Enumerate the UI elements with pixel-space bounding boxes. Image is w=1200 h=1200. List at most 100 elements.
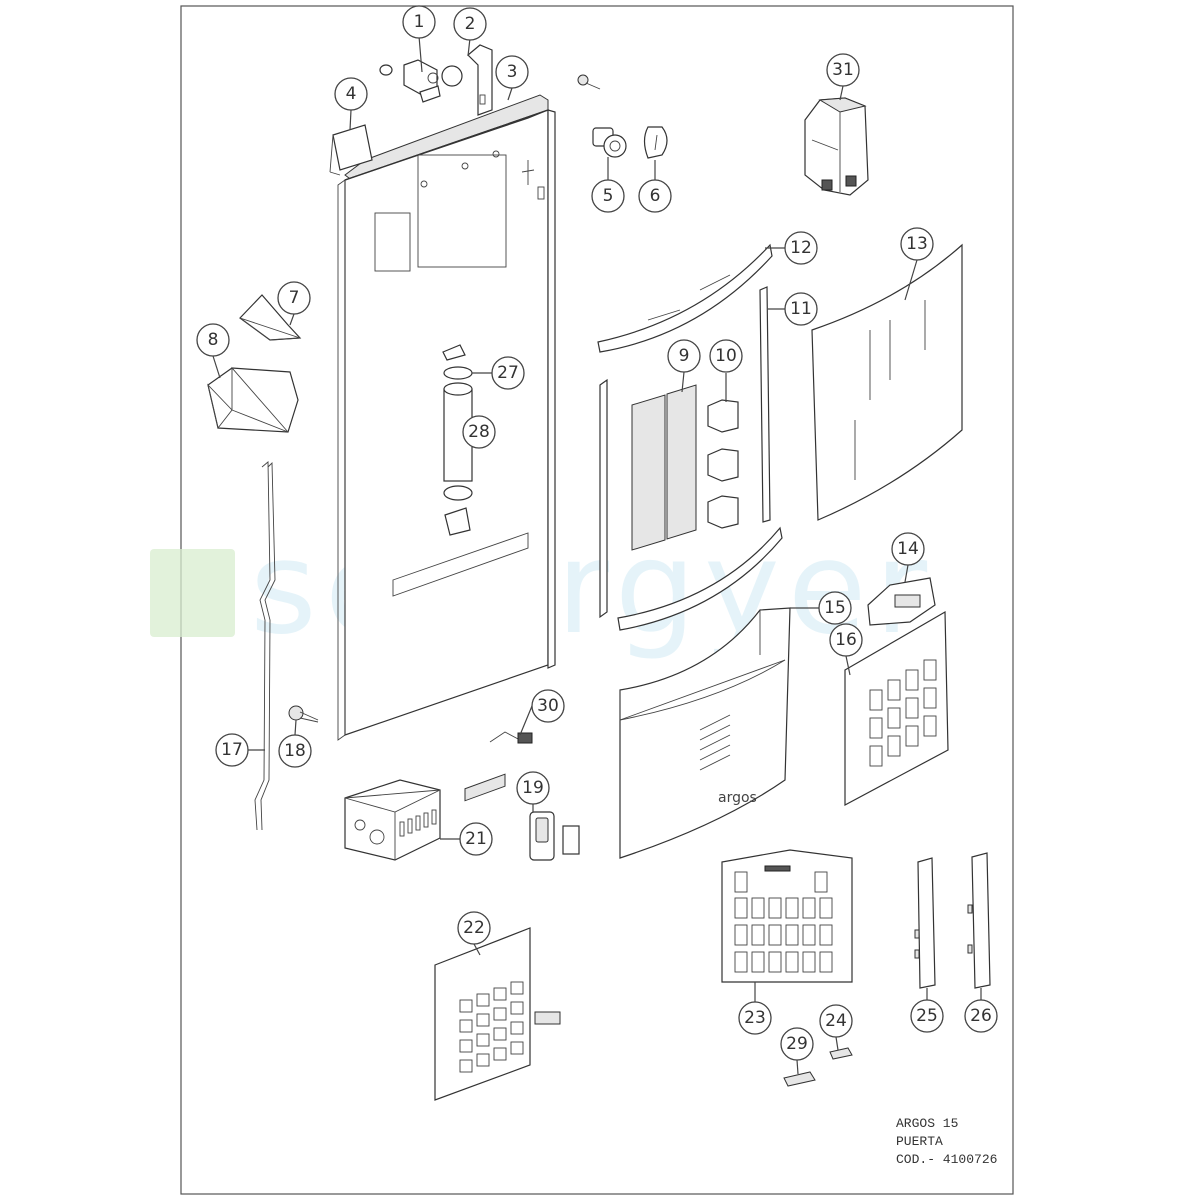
callout-circle <box>829 623 863 657</box>
part-connector-30 <box>489 731 533 744</box>
callout-circle <box>462 415 496 449</box>
callout-4: 4 <box>334 77 368 111</box>
callout-27: 27 <box>491 356 525 390</box>
callout-29: 29 <box>780 1027 814 1061</box>
callout-6: 6 <box>638 179 672 213</box>
callout-5: 5 <box>591 179 625 213</box>
part-keypad-frame-16 <box>844 610 949 807</box>
part-bent-plate-7 <box>239 294 302 341</box>
part-switch-19 <box>529 811 580 861</box>
callout-25: 25 <box>910 999 944 1033</box>
callout-28: 28 <box>462 415 496 449</box>
callout-16: 16 <box>829 623 863 657</box>
callout-24: 24 <box>819 1004 853 1038</box>
callout-circle <box>215 733 249 767</box>
callout-8: 8 <box>196 323 230 357</box>
callout-label: 16 <box>835 630 857 650</box>
callout-label: 12 <box>790 238 812 258</box>
callout-circle <box>516 771 550 805</box>
callout-circle <box>819 1004 853 1038</box>
callout-circle <box>531 689 565 723</box>
callout-circle <box>457 911 491 945</box>
part-screw-top <box>577 74 601 90</box>
callout-label: 2 <box>465 14 476 34</box>
watermark-logo-box <box>150 549 235 637</box>
part-coin-mechanism-31 <box>804 97 869 196</box>
callout-label: 4 <box>346 84 357 104</box>
callout-label: 7 <box>289 288 300 308</box>
part-front-cover-15: argos <box>619 607 791 859</box>
callout-label: 18 <box>284 741 306 761</box>
callout-circle <box>709 339 743 373</box>
part-glass-13 <box>811 243 963 521</box>
part-flap-4 <box>329 124 373 176</box>
part-latch-2 <box>441 44 493 116</box>
callout-circle <box>334 77 368 111</box>
callout-17: 17 <box>215 733 249 767</box>
callout-circle <box>495 55 529 89</box>
callout-12: 12 <box>784 231 818 265</box>
callout-label: 28 <box>468 422 490 442</box>
part-key-24 <box>829 1047 853 1060</box>
callout-circle <box>738 1001 772 1035</box>
part-cylinder-28 <box>442 344 473 536</box>
callout-circle <box>278 734 312 768</box>
part-keyboard-22 <box>434 773 561 1101</box>
part-top-arc-12 <box>597 243 773 353</box>
callout-21: 21 <box>459 822 493 856</box>
callout-circle <box>667 339 701 373</box>
callout-label: 10 <box>715 346 737 366</box>
callout-circle <box>638 179 672 213</box>
callout-label: 27 <box>497 363 519 383</box>
callout-label: 6 <box>650 186 661 206</box>
callout-label: 1 <box>414 12 425 32</box>
callout-circle <box>891 532 925 566</box>
title-line-code: COD.- 4100726 <box>896 1152 997 1167</box>
callout-label: 5 <box>603 186 614 206</box>
title-block: ARGOS 15 PUERTA COD.- 4100726 <box>896 1116 997 1167</box>
callout-13: 13 <box>900 227 934 261</box>
part-lock-cover-6 <box>643 126 668 159</box>
part-bracket-26 <box>967 852 991 989</box>
title-line-part: PUERTA <box>896 1134 943 1149</box>
part-tray-8 <box>207 366 299 433</box>
part-bracket-25 <box>914 857 936 989</box>
callout-30: 30 <box>531 689 565 723</box>
callout-circle <box>784 231 818 265</box>
callout-31: 31 <box>826 53 860 87</box>
callout-1: 1 <box>402 5 436 39</box>
callout-circle <box>402 5 436 39</box>
callout-label: 14 <box>897 539 919 559</box>
callout-circle <box>910 999 944 1033</box>
callout-7: 7 <box>277 281 311 315</box>
callout-circle <box>780 1027 814 1061</box>
part-panes-9 <box>631 384 697 551</box>
callout-label: 23 <box>744 1008 766 1028</box>
callout-label: 30 <box>537 696 559 716</box>
callout-10: 10 <box>709 339 743 373</box>
callout-circle <box>453 7 487 41</box>
callout-label: 31 <box>832 60 854 80</box>
callout-label: 19 <box>522 778 544 798</box>
callout-circle <box>784 292 818 326</box>
callout-23: 23 <box>738 1001 772 1035</box>
callout-label: 11 <box>790 299 812 319</box>
part-key-29 <box>783 1071 816 1087</box>
callout-label: 26 <box>970 1006 992 1026</box>
callout-label: 21 <box>465 829 487 849</box>
callout-label: 13 <box>906 234 928 254</box>
callout-label: 8 <box>208 330 219 350</box>
callout-circle <box>900 227 934 261</box>
part-box-21 <box>344 779 441 861</box>
callout-9: 9 <box>667 339 701 373</box>
callout-11: 11 <box>784 292 818 326</box>
part-bolt-18 <box>288 705 319 723</box>
callout-circle <box>826 53 860 87</box>
part-rod-17 <box>254 461 276 831</box>
callout-26: 26 <box>964 999 998 1033</box>
callout-label: 3 <box>507 62 518 82</box>
callout-label: 22 <box>463 918 485 938</box>
leader-lines <box>212 35 982 1075</box>
callout-circle <box>964 999 998 1033</box>
part-clips-10 <box>707 399 739 529</box>
